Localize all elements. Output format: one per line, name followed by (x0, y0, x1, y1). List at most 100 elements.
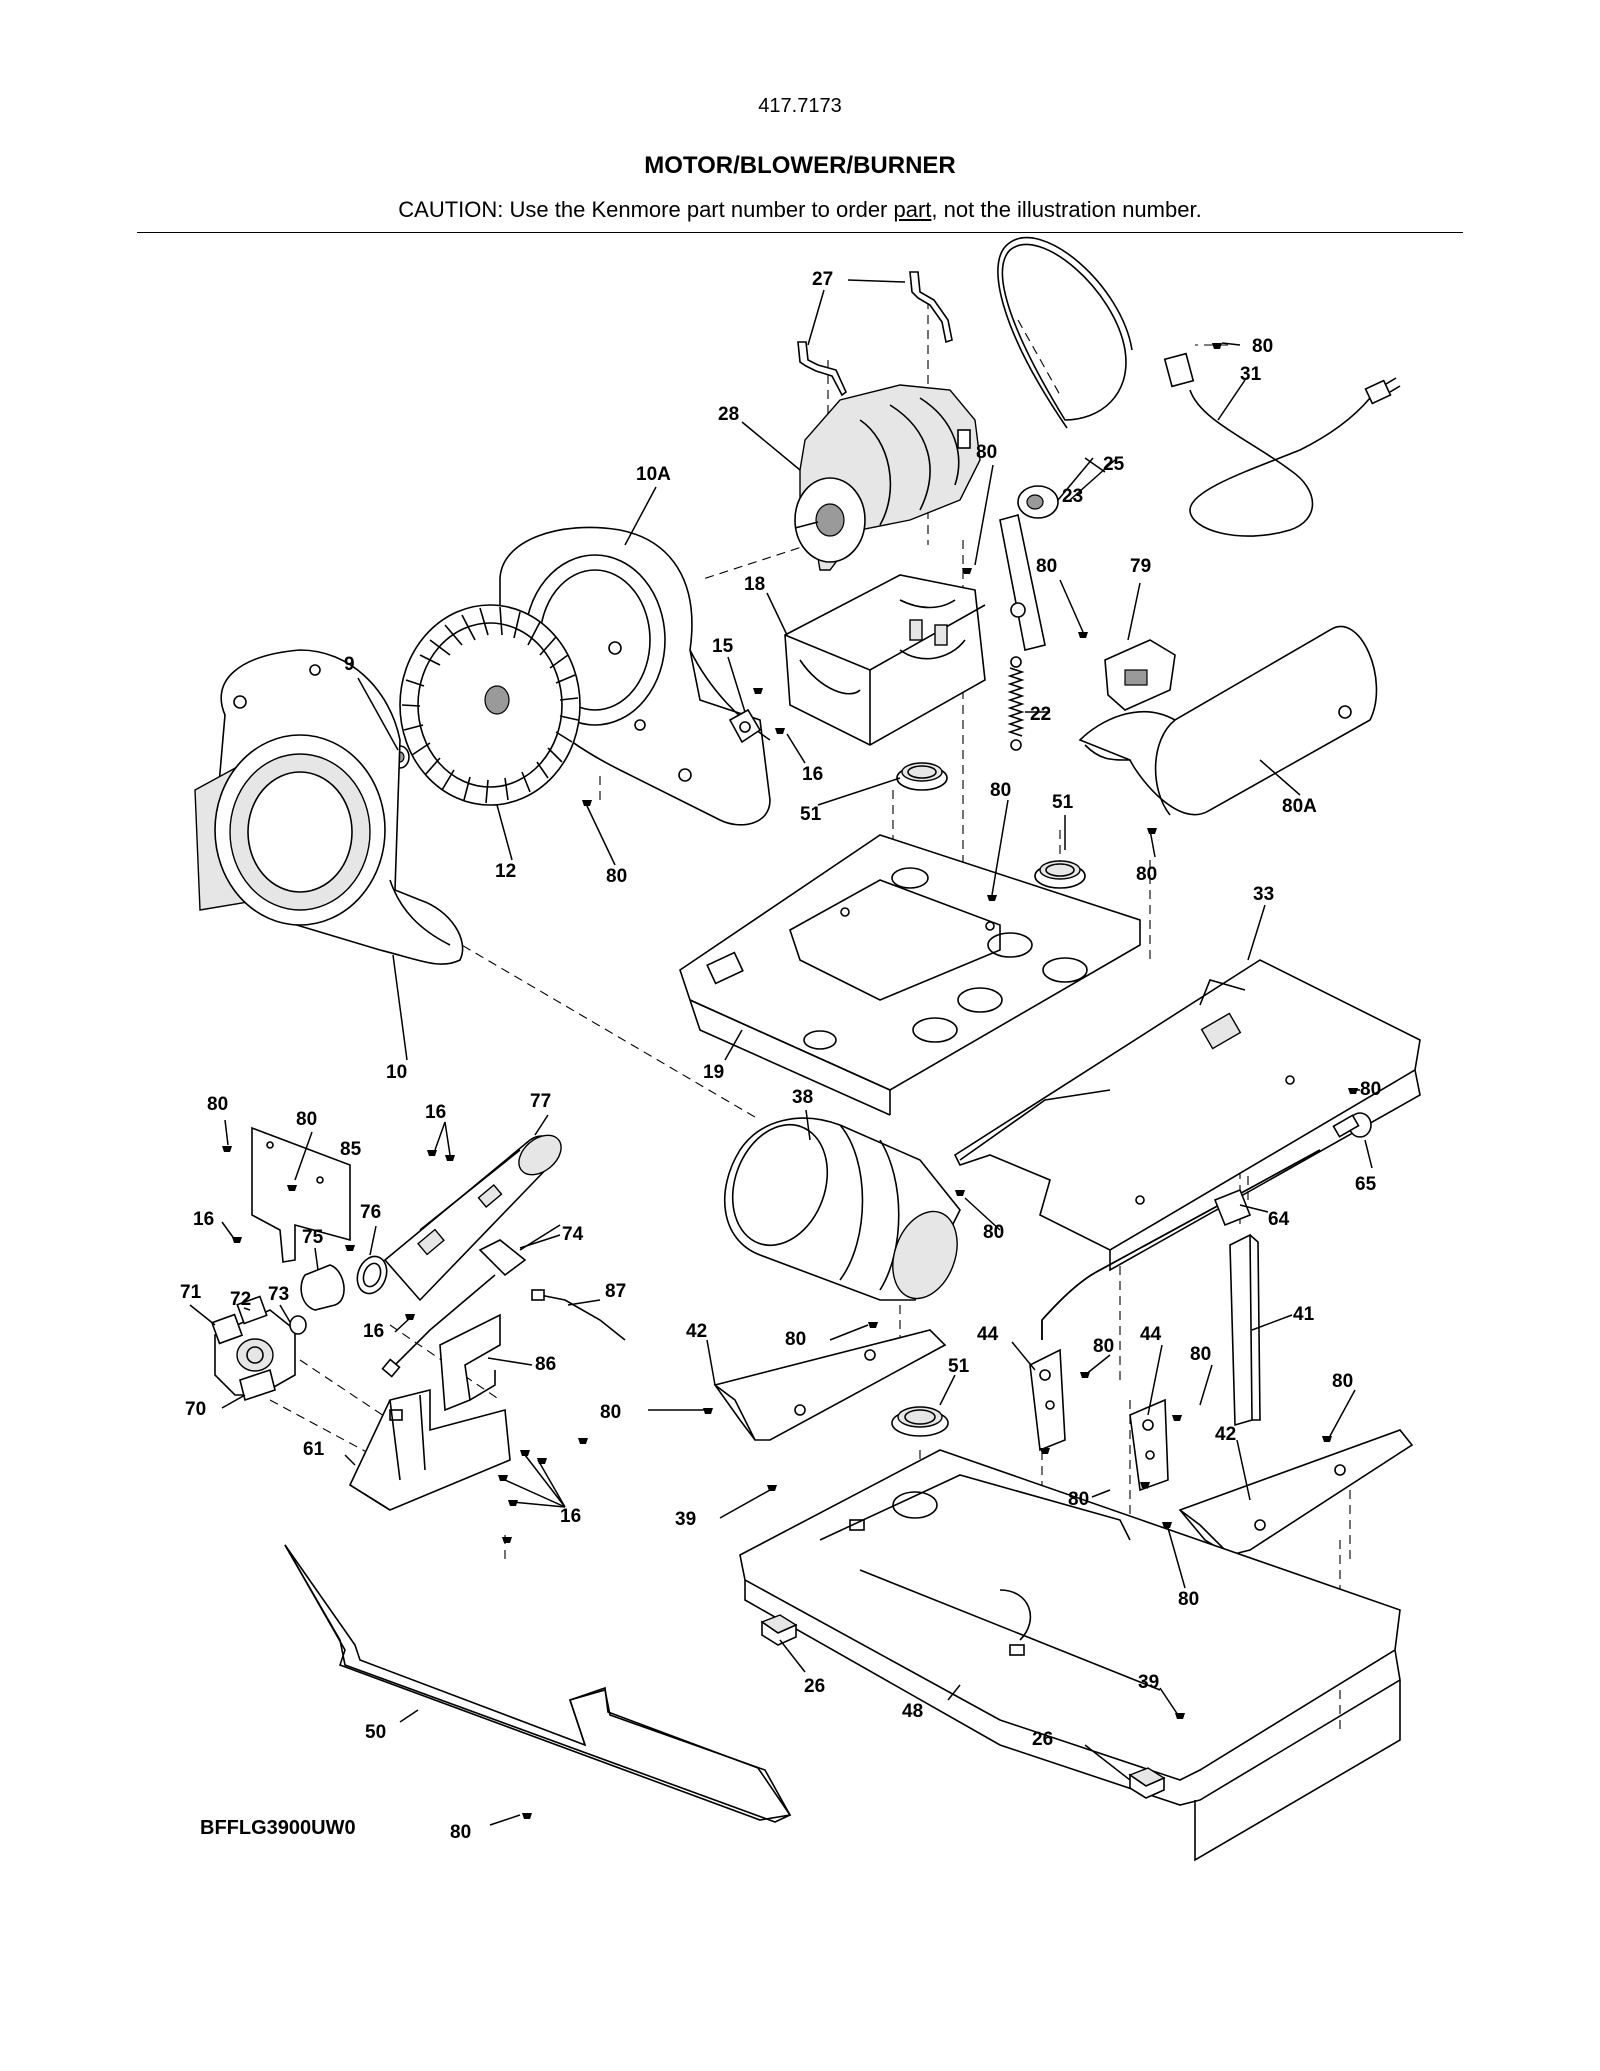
callout-33: 33 (1253, 884, 1274, 905)
callout-27: 27 (812, 269, 833, 290)
caution-text-end: , not the illustration number. (931, 197, 1202, 222)
part-85-igniter-bracket[interactable] (251, 1126, 351, 1263)
callout-80: 80 (785, 1329, 806, 1350)
part-42-support-rail-right[interactable] (1178, 1429, 1414, 1556)
part-79-thermal-switch[interactable] (1104, 639, 1176, 711)
caution-note: CAUTION: Use the Kenmore part number to … (0, 197, 1600, 223)
page-title: MOTOR/BLOWER/BURNER (644, 152, 956, 179)
part-15-bracket[interactable] (728, 708, 762, 744)
callout-16: 16 (193, 1209, 214, 1230)
callout-16: 16 (363, 1321, 384, 1342)
callout-80: 80 (1332, 1371, 1353, 1392)
part-44-mounting-bracket-right[interactable] (1129, 1398, 1169, 1492)
part-23-idler-pulley[interactable] (999, 485, 1059, 651)
part-77-burner-assembly[interactable] (383, 1127, 569, 1302)
callout-71: 71 (180, 1282, 202, 1303)
callout-leader-lines (189, 279, 1373, 1826)
callout-38: 38 (792, 1087, 813, 1108)
part-28-drive-motor[interactable] (794, 384, 981, 571)
callout-16: 16 (425, 1102, 446, 1123)
part-80A-heat-shield[interactable] (1078, 625, 1378, 816)
callout-80: 80 (1093, 1336, 1114, 1357)
callout-76: 76 (360, 1202, 381, 1223)
callout-19: 19 (703, 1062, 724, 1083)
part-12-blower-wheel[interactable] (399, 604, 581, 806)
part-51-grommet-upper-right[interactable] (1034, 860, 1086, 889)
part-61-valve-bracket[interactable] (348, 1388, 511, 1511)
part-41-support-bracket[interactable] (1229, 1233, 1261, 1427)
callout-80: 80 (990, 780, 1011, 801)
part-48-base-pan[interactable] (739, 1449, 1401, 1862)
screw-fasteners (222, 343, 1358, 1819)
callout-79: 79 (1130, 556, 1151, 577)
part-26-leveling-foot-left[interactable] (760, 1614, 798, 1646)
callout-15: 15 (712, 636, 734, 657)
part-73-valve-fitting[interactable] (289, 1315, 307, 1335)
callout-80: 80 (1068, 1489, 1089, 1510)
callout-50: 50 (365, 1722, 386, 1743)
part-25-drive-belt[interactable] (997, 236, 1133, 429)
callout-85: 85 (340, 1139, 362, 1160)
diagram-code-number: 417.7173 (758, 95, 842, 117)
callout-44: 44 (977, 1324, 999, 1345)
part-44-mounting-bracket-left[interactable] (1029, 1348, 1066, 1452)
part-22-idler-spring[interactable] (1007, 656, 1025, 751)
model-number: BFFLG3900UW0 (200, 1817, 356, 1839)
caution-link-part[interactable]: part (893, 197, 932, 222)
callout-80: 80 (1036, 556, 1057, 577)
part-18-motor-mount[interactable] (784, 574, 986, 746)
callout-26: 26 (1032, 1729, 1053, 1750)
header-divider (137, 232, 1463, 233)
callout-72: 72 (230, 1289, 251, 1310)
part-51-grommet-upper-left[interactable] (896, 762, 948, 791)
part-72-valve-coil[interactable] (236, 1295, 268, 1325)
callout-51: 51 (1052, 792, 1074, 813)
callout-86: 86 (535, 1354, 556, 1375)
part-87-wire-tie[interactable] (531, 1289, 626, 1341)
callout-80: 80 (606, 866, 627, 887)
callout-64: 64 (1268, 1209, 1290, 1230)
callout-51: 51 (800, 804, 822, 825)
callout-65: 65 (1355, 1174, 1377, 1195)
callout-80: 80 (207, 1094, 228, 1115)
callout-70: 70 (185, 1399, 206, 1420)
callout-16: 16 (560, 1506, 581, 1527)
part-50-access-panel[interactable] (284, 1544, 792, 1823)
callout-25: 25 (1103, 454, 1125, 475)
part-51-grommet-lower[interactable] (891, 1406, 949, 1437)
part-65-pipe-cap[interactable] (1332, 1112, 1372, 1138)
callout-28: 28 (718, 404, 739, 425)
part-74-igniter[interactable] (381, 1224, 561, 1378)
callout-16: 16 (802, 764, 823, 785)
part-75-flame-sensor-clip[interactable] (300, 1264, 345, 1311)
part-76-flame-sensor[interactable] (352, 1252, 391, 1297)
part-31-power-cord[interactable] (1163, 352, 1401, 537)
callout-75: 75 (302, 1227, 324, 1248)
callout-74: 74 (562, 1224, 584, 1245)
part-71-valve-coil[interactable] (210, 1313, 244, 1345)
callout-9: 9 (344, 654, 355, 675)
part-19-base-plate[interactable] (679, 834, 1141, 1116)
part-26-leveling-foot-right[interactable] (1128, 1767, 1166, 1799)
part-27-motor-clamps[interactable] (797, 271, 953, 397)
part-33-burner-cover-plate[interactable] (953, 959, 1421, 1272)
callout-80: 80 (1252, 336, 1273, 357)
callout-42: 42 (1215, 1424, 1236, 1445)
callout-26: 26 (804, 1676, 825, 1697)
part-64-gas-supply-pipe[interactable] (1041, 1149, 1321, 1340)
callout-10: 10 (386, 1062, 407, 1083)
callout-80: 80 (1190, 1344, 1211, 1365)
callout-18: 18 (744, 574, 765, 595)
callout-41: 41 (1293, 1304, 1315, 1325)
callout-73: 73 (268, 1284, 289, 1305)
callout-22: 22 (1030, 704, 1051, 725)
callout-80: 80 (983, 1222, 1004, 1243)
callout-44: 44 (1140, 1324, 1162, 1345)
part-86-wire-bracket[interactable] (439, 1313, 501, 1412)
callout-48: 48 (902, 1701, 923, 1722)
part-42-support-rail-left[interactable] (713, 1329, 947, 1441)
callout-12: 12 (495, 861, 516, 882)
part-10-blower-housing-front[interactable] (194, 649, 464, 965)
part-38-burner-tube[interactable] (717, 1111, 969, 1307)
